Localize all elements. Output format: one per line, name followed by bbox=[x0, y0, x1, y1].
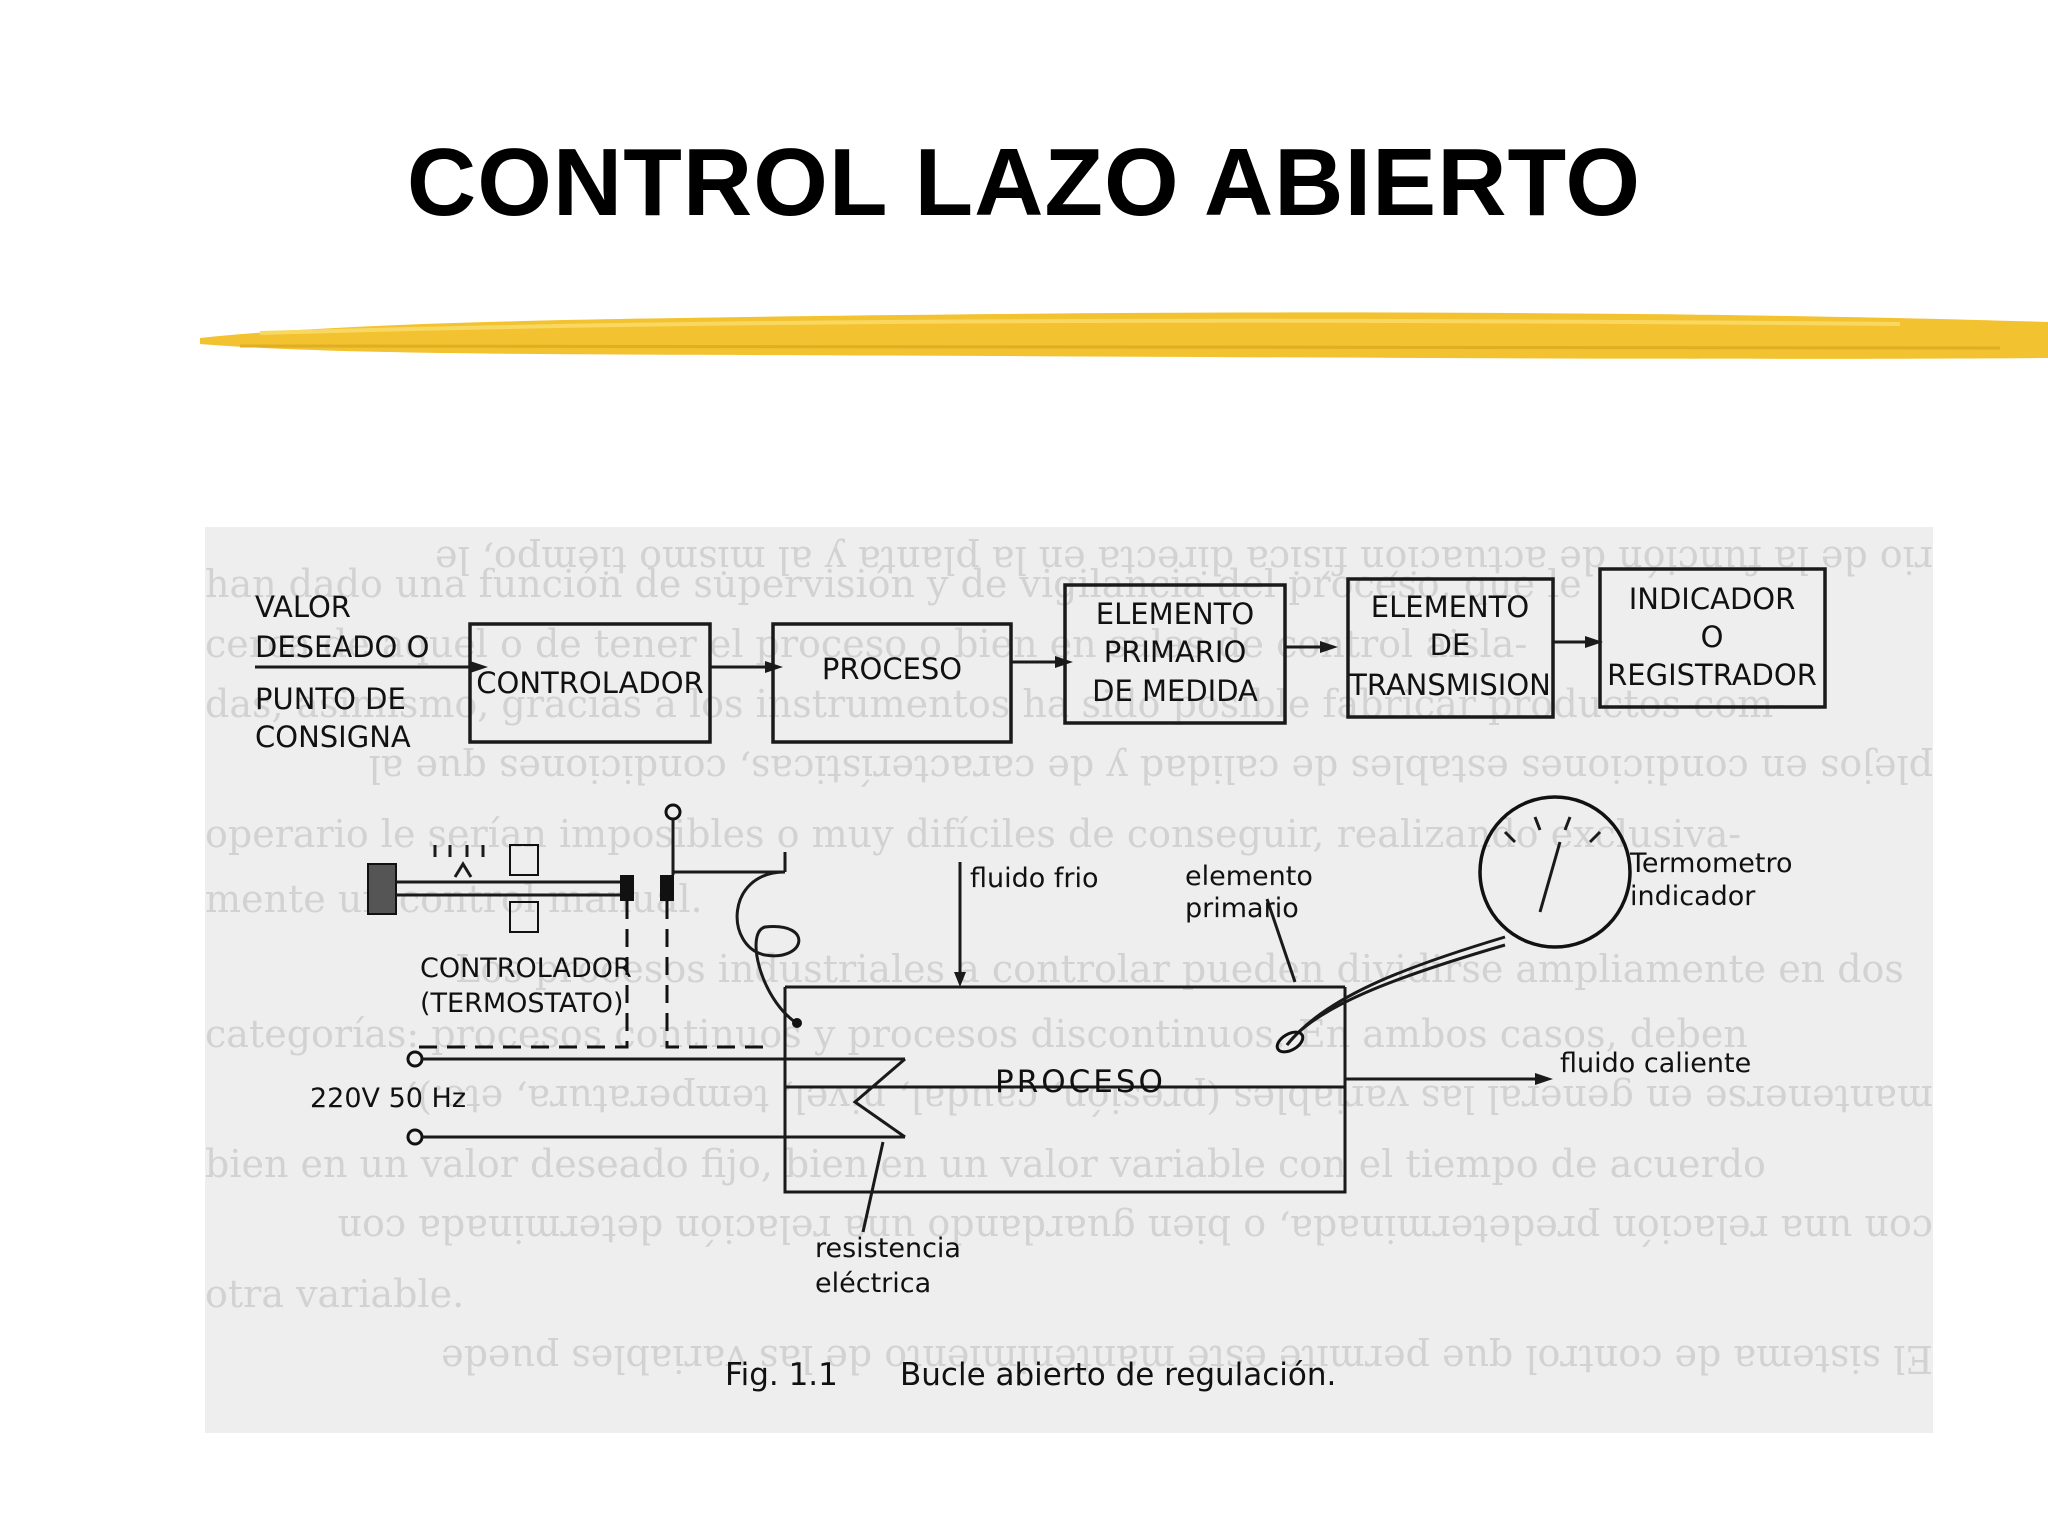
setpoint-label: VALOR DESEADO O PUNTO DE CONSIGNA bbox=[255, 590, 429, 754]
bg-line: han dado una función de supervisión y de… bbox=[205, 562, 1582, 606]
slide-title: CONTROL LAZO ABIERTO bbox=[406, 129, 1642, 236]
svg-text:CONTROLADOR: CONTROLADOR bbox=[476, 666, 703, 700]
svg-text:Termometro: Termometro bbox=[1629, 848, 1793, 879]
block-elemento-transmision bbox=[1346, 577, 1555, 719]
bg-line: Los procesos industriales a controlar pu… bbox=[455, 947, 1904, 991]
bg-line: otra variable. bbox=[205, 1272, 464, 1316]
svg-text:primario: primario bbox=[1185, 893, 1299, 924]
bg-line: El sistema de control que permite este m… bbox=[441, 1337, 1933, 1381]
bg-line: bien en un valor deseado fijo, bien en u… bbox=[205, 1142, 1766, 1186]
svg-text:eléctrica: eléctrica bbox=[815, 1268, 931, 1299]
open-loop-schematic: CONTROLADOR (TERMOSTATO) 220V 50 Hz bbox=[310, 795, 1793, 1299]
block-elemento-primario bbox=[1063, 583, 1287, 725]
thermometer-dial bbox=[1478, 795, 1632, 949]
svg-text:DE: DE bbox=[1430, 628, 1471, 662]
svg-text:INDICADOR: INDICADOR bbox=[1629, 582, 1796, 616]
bg-line: mantenerse en general las variables (pre… bbox=[405, 1077, 1933, 1121]
bg-line: mente un control manual. bbox=[205, 877, 703, 921]
svg-text:(TERMOSTATO): (TERMOSTATO) bbox=[420, 988, 624, 1019]
svg-text:Bucle abierto de regulación: Bucle abierto de regulación. bbox=[900, 1357, 1336, 1393]
block-diagram: VALOR DESEADO O PUNTO DE CONSIGNA CONTRO… bbox=[255, 567, 1827, 754]
background-text: rio de la función de actuación física di… bbox=[205, 538, 1933, 1381]
svg-text:REGISTRADOR: REGISTRADOR bbox=[1607, 658, 1817, 692]
block-controlador bbox=[468, 622, 712, 744]
svg-text:PUNTO DE: PUNTO DE bbox=[255, 682, 406, 716]
svg-text:220V 50 Hz: 220V 50 Hz bbox=[310, 1083, 466, 1114]
svg-text:O: O bbox=[1701, 620, 1724, 654]
scanned-figure: rio de la función de actuación física di… bbox=[205, 527, 1933, 1433]
bg-line: categorías: procesos continuos y proceso… bbox=[205, 1012, 1748, 1056]
svg-text:elemento: elemento bbox=[1185, 861, 1313, 892]
bg-line: plejos en condiciones estables de calida… bbox=[369, 747, 1933, 791]
svg-text:indicador: indicador bbox=[1630, 881, 1756, 912]
svg-text:DESEADO O: DESEADO O bbox=[255, 630, 429, 664]
svg-text:CONTROLADOR: CONTROLADOR bbox=[420, 953, 632, 984]
svg-text:TRANSMISION: TRANSMISION bbox=[1348, 668, 1551, 702]
svg-text:VALOR: VALOR bbox=[255, 590, 351, 624]
svg-text:CONSIGNA: CONSIGNA bbox=[255, 720, 411, 754]
block-proceso bbox=[771, 622, 1013, 744]
svg-text:PRIMARIO: PRIMARIO bbox=[1104, 635, 1247, 669]
svg-text:Fig. 1.1: Fig. 1.1 bbox=[725, 1357, 838, 1393]
svg-text:ELEMENTO: ELEMENTO bbox=[1371, 590, 1529, 624]
svg-text:fluido caliente: fluido caliente bbox=[1560, 1048, 1751, 1079]
svg-text:resistencia: resistencia bbox=[815, 1233, 961, 1264]
svg-text:DE MEDIDA: DE MEDIDA bbox=[1092, 674, 1258, 708]
block-indicador bbox=[1598, 567, 1827, 709]
svg-text:fluido frio: fluido frio bbox=[970, 863, 1099, 894]
bg-line: cerca de aquel o de tener el proceso o b… bbox=[205, 622, 1527, 666]
svg-text:PROCESO: PROCESO bbox=[995, 1064, 1166, 1100]
thermostat-knob bbox=[367, 863, 397, 915]
bg-line: rio de la función de actuación física di… bbox=[435, 538, 1933, 582]
yellow-brush-stroke bbox=[200, 312, 2048, 359]
svg-text:ELEMENTO: ELEMENTO bbox=[1096, 597, 1254, 631]
bg-line: con una relación predeterminada, o bien … bbox=[338, 1207, 1933, 1251]
svg-text:PROCESO: PROCESO bbox=[822, 652, 962, 686]
figure-caption: Fig. 1.1 Bucle abierto de regulación. bbox=[725, 1357, 1336, 1393]
